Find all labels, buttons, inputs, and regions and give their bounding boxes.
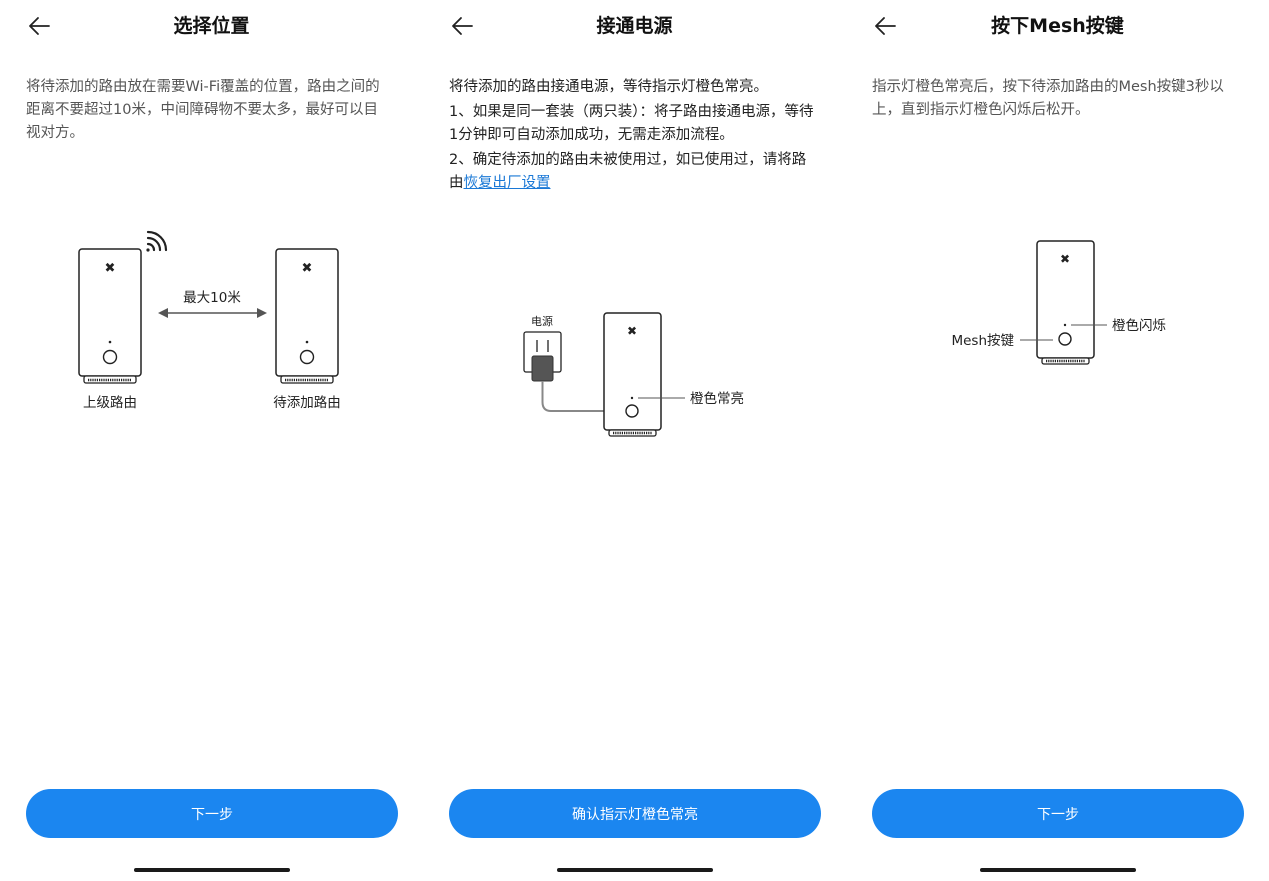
panel-press-mesh: 按下Mesh按键 指示灯橙色常亮后，按下待添加路由的Mesh按键3秒以上，直到指… <box>846 0 1269 881</box>
new-router-label: 待添加路由 <box>273 395 341 411</box>
router-logo-icon: ✖ <box>105 261 116 276</box>
router-placement-illustration: ✖ ✖ 最大10米 上级路由 待添加路由 <box>78 230 341 411</box>
instruction-text: 将待添加的路由放在需要Wi-Fi覆盖的位置，路由之间的距离不要超过10米，中间障… <box>26 79 380 141</box>
next-step-button[interactable]: 下一步 <box>872 789 1244 838</box>
distance-label: 最大10米 <box>183 290 241 306</box>
back-button[interactable] <box>445 10 481 42</box>
instruction-paragraph-text: 2、确定待添加的路由未被使用过，如已使用过，请将路由 <box>449 152 807 191</box>
wifi-signal-icon <box>146 230 168 252</box>
router-image: ✖ <box>603 312 662 437</box>
parent-router-label: 上级路由 <box>83 395 137 411</box>
router-logo-icon: ✖ <box>1060 252 1070 266</box>
panel-connect-power: 接通电源 将待添加的路由接通电源，等待指示灯橙色常亮。 1、如果是同一套装（两只… <box>423 0 846 881</box>
distance-arrow <box>158 308 267 318</box>
panel-select-location: 选择位置 将待添加的路由放在需要Wi-Fi覆盖的位置，路由之间的距离不要超过10… <box>0 0 423 881</box>
back-button[interactable] <box>868 10 904 42</box>
router-image: ✖ <box>1036 240 1095 365</box>
home-indicator <box>980 868 1136 872</box>
router-logo-icon: ✖ <box>627 324 637 338</box>
power-label: 电源 <box>531 314 553 328</box>
instruction-paragraph: 将待添加的路由接通电源，等待指示灯橙色常亮。 <box>449 79 768 95</box>
parent-router-image: ✖ <box>78 248 142 384</box>
power-outlet-image <box>523 331 604 412</box>
instruction-text: 将待添加的路由接通电源，等待指示灯橙色常亮。 1、如果是同一套装（两只装）：将子… <box>449 76 815 195</box>
page-title: 按下Mesh按键 <box>991 15 1124 37</box>
new-router-image: ✖ <box>275 248 339 384</box>
home-indicator <box>557 868 713 872</box>
indicator-label: 橙色常亮 <box>690 390 744 407</box>
mesh-button-label: Mesh按键 <box>951 333 1014 349</box>
confirm-indicator-button[interactable]: 确认指示灯橙色常亮 <box>449 789 821 838</box>
back-button[interactable] <box>22 10 58 42</box>
page-title: 接通电源 <box>596 15 673 37</box>
factory-reset-link[interactable]: 恢复出厂设置 <box>463 175 551 191</box>
instruction-paragraph: 1、如果是同一套装（两只装）：将子路由接通电源，等待1分钟即可自动添加成功，无需… <box>449 104 814 143</box>
arrow-left-icon <box>29 17 50 35</box>
arrow-left-icon <box>452 17 473 35</box>
home-indicator <box>134 868 290 872</box>
arrow-left-icon <box>875 17 896 35</box>
page-title: 选择位置 <box>173 15 250 37</box>
indicator-blinking-label: 橙色闪烁 <box>1112 317 1166 334</box>
power-connection-illustration: 电源 ✖ 橙色常亮 <box>523 312 744 437</box>
next-step-button[interactable]: 下一步 <box>26 789 398 838</box>
router-logo-icon: ✖ <box>302 261 313 276</box>
instruction-text: 指示灯橙色常亮后，按下待添加路由的Mesh按键3秒以上，直到指示灯橙色闪烁后松开… <box>872 79 1224 118</box>
mesh-button-illustration: ✖ 橙色闪烁 Mesh按键 <box>951 240 1166 365</box>
instruction-paragraph: 2、确定待添加的路由未被使用过，如已使用过，请将路由恢复出厂设置 <box>449 149 815 195</box>
